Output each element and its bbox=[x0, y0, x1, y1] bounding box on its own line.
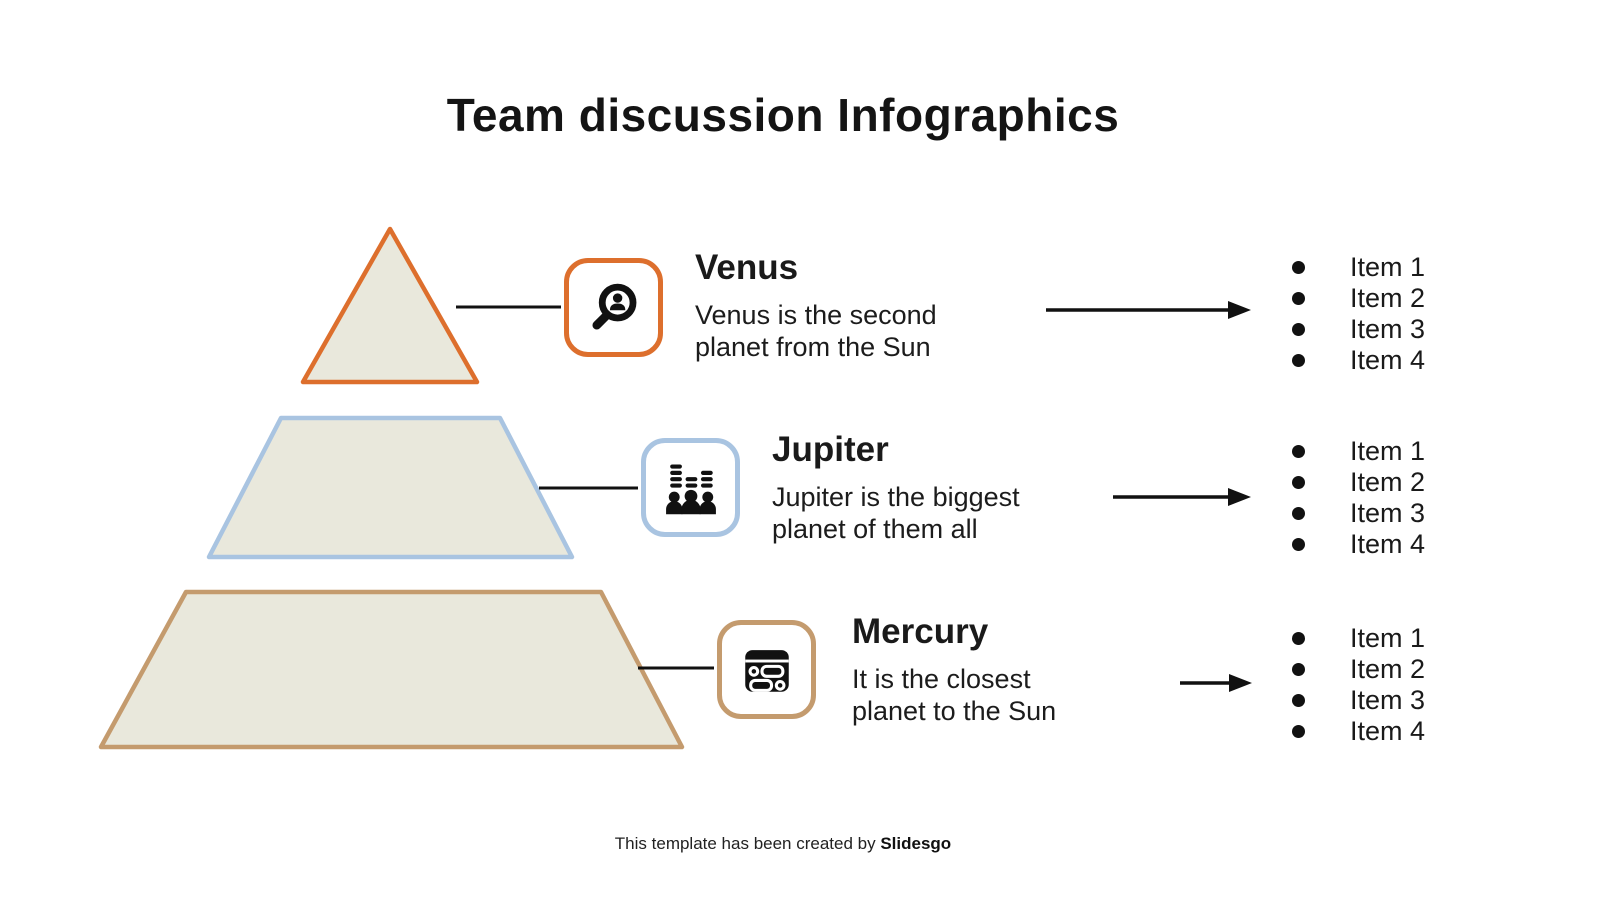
list-item: Item 3 bbox=[1268, 685, 1488, 716]
venus-icon-box bbox=[564, 258, 663, 357]
bullet-icon bbox=[1292, 663, 1305, 676]
pyramid-bottom-trapezoid bbox=[98, 589, 685, 750]
footer-brand: Slidesgo bbox=[880, 834, 952, 853]
venus-section-text: Venus Venus is the second planet from th… bbox=[695, 248, 995, 363]
pyramid-top-triangle bbox=[300, 226, 480, 385]
bullet-icon bbox=[1292, 694, 1305, 707]
list-item: Item 4 bbox=[1268, 345, 1488, 376]
mercury-section-text: Mercury It is the closest planet to the … bbox=[852, 612, 1132, 727]
arrow-mercury bbox=[1180, 674, 1252, 692]
list-item: Item 1 bbox=[1268, 436, 1488, 467]
venus-item-list: Item 1 Item 2 Item 3 Item 4 bbox=[1268, 252, 1488, 376]
bullet-icon bbox=[1292, 725, 1305, 738]
bullet-icon bbox=[1292, 476, 1305, 489]
jupiter-item-list: Item 1 Item 2 Item 3 Item 4 bbox=[1268, 436, 1488, 560]
bullet-icon bbox=[1292, 632, 1305, 645]
mercury-title: Mercury bbox=[852, 612, 989, 651]
footer-credit: This template has been created by Slides… bbox=[0, 834, 1583, 854]
arrow-venus bbox=[1046, 301, 1251, 319]
jupiter-title: Jupiter bbox=[772, 430, 889, 469]
list-item: Item 1 bbox=[1268, 252, 1488, 283]
list-item: Item 2 bbox=[1268, 283, 1488, 314]
content-list-icon bbox=[744, 649, 789, 692]
bullet-icon bbox=[1292, 323, 1305, 336]
bullet-icon bbox=[1292, 354, 1305, 367]
search-user-icon bbox=[591, 283, 636, 330]
slide-title: Team discussion Infographics bbox=[446, 89, 1120, 141]
bullet-icon bbox=[1292, 261, 1305, 274]
list-item: Item 1 bbox=[1268, 623, 1488, 654]
arrow-jupiter bbox=[1113, 488, 1251, 506]
venus-title: Venus bbox=[695, 248, 799, 287]
bullet-icon bbox=[1292, 445, 1305, 458]
mercury-item-list: Item 1 Item 2 Item 3 Item 4 bbox=[1268, 623, 1488, 747]
list-item: Item 4 bbox=[1268, 716, 1488, 747]
list-item: Item 4 bbox=[1268, 529, 1488, 560]
bullet-icon bbox=[1292, 538, 1305, 551]
footer-text: This template has been created by bbox=[614, 834, 881, 853]
venus-description: Venus is the second planet from the Sun bbox=[695, 300, 937, 362]
jupiter-description: Jupiter is the biggest planet of them al… bbox=[772, 482, 1020, 544]
jupiter-icon-box bbox=[641, 438, 740, 537]
list-item: Item 2 bbox=[1268, 654, 1488, 685]
list-item: Item 3 bbox=[1268, 314, 1488, 345]
list-item: Item 2 bbox=[1268, 467, 1488, 498]
pyramid-middle-trapezoid bbox=[206, 415, 575, 560]
mercury-description: It is the closest planet to the Sun bbox=[852, 664, 1057, 726]
bullet-icon bbox=[1292, 507, 1305, 520]
jupiter-section-text: Jupiter Jupiter is the biggest planet of… bbox=[772, 430, 1092, 545]
list-item: Item 3 bbox=[1268, 498, 1488, 529]
team-discussion-icon bbox=[665, 463, 716, 514]
bullet-icon bbox=[1292, 292, 1305, 305]
mercury-icon-box bbox=[717, 620, 816, 719]
